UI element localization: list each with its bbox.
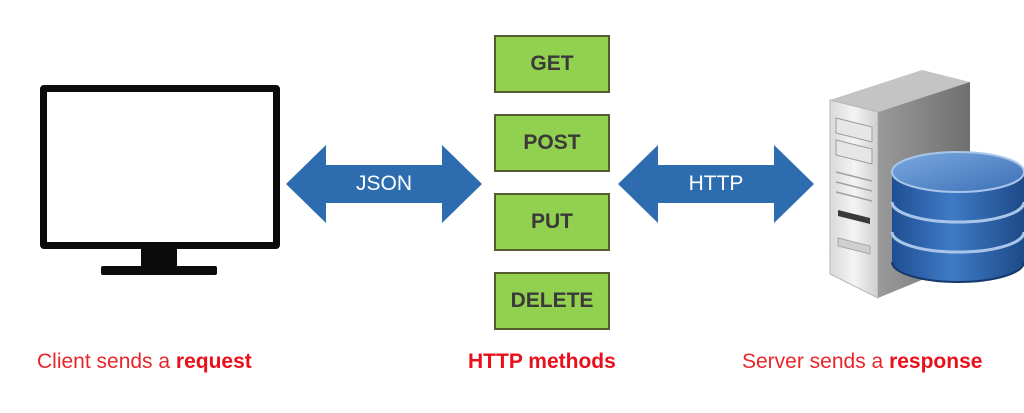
method-get-button[interactable]: GET <box>494 35 610 93</box>
server-caption: Server sends a response <box>742 350 982 374</box>
methods-caption: HTTP methods <box>468 350 616 373</box>
method-delete-button[interactable]: DELETE <box>494 272 610 330</box>
method-post-button[interactable]: POST <box>494 114 610 172</box>
http-arrow-label: HTTP <box>688 172 744 195</box>
monitor-screen <box>40 85 280 249</box>
client-caption-emphasis: request <box>175 350 252 373</box>
server-caption-emphasis: response <box>889 350 983 373</box>
double-arrow-icon <box>286 145 482 223</box>
database-icon <box>890 151 1024 283</box>
http-arrow: HTTP <box>618 145 814 223</box>
double-arrow-icon <box>618 145 814 223</box>
server-caption-text: Server sends a <box>742 350 890 373</box>
client-caption-text: Client sends a <box>37 350 176 373</box>
method-put-button[interactable]: PUT <box>494 193 610 251</box>
json-arrow: JSON <box>286 145 482 223</box>
client-caption: Client sends a request <box>37 350 252 374</box>
server-icon <box>812 60 1024 306</box>
monitor-stand <box>141 248 177 268</box>
monitor-base <box>101 266 217 275</box>
json-arrow-label: JSON <box>355 172 412 195</box>
